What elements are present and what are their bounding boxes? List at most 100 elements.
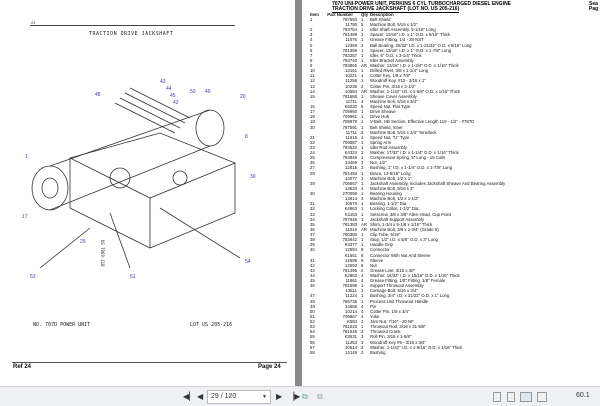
quantity: 2	[361, 42, 364, 48]
part-number: 709567	[342, 180, 357, 186]
item-number: 41	[310, 257, 315, 263]
zoom-level[interactable]: 60.1	[576, 392, 590, 399]
quantity: 8	[361, 247, 364, 253]
quantity: 1	[361, 27, 364, 33]
item-number: 50	[310, 308, 315, 314]
part-number: 787645	[342, 216, 357, 222]
part-number: 11016	[345, 226, 357, 232]
part-number: 781383	[342, 221, 357, 227]
part-number: 11224	[345, 293, 357, 299]
item-number: 40	[310, 247, 315, 253]
item-number: 48	[310, 298, 315, 304]
description: Washer, 17/32" I.D. x 1-1/4" O.D. x 1/16…	[370, 150, 459, 156]
description: Bushing, 1" I.D. x 1-1/4" O.D. x 1-7/8" …	[370, 165, 453, 171]
quantity: 2	[361, 175, 364, 181]
item-number: 47	[310, 293, 315, 299]
part-number: K1153	[344, 211, 357, 217]
copy-icon[interactable]: ⧉	[302, 392, 308, 401]
quantity: 2	[361, 165, 364, 171]
description: Idler Bracket Assembly	[370, 57, 414, 63]
page-number-top: 24	[31, 20, 36, 25]
description: Machine Bolt, 3/8 x 1-3/4" (Grade 5)	[370, 226, 439, 232]
quantity: 1	[361, 324, 364, 330]
quantity: 4	[361, 273, 364, 278]
dropdown-icon[interactable]: ▼	[262, 394, 267, 400]
pdf-toolbar: ◀▏ ◀ 29 / 120▼ ▶ ▕▶ ⧉ ⧉ 60.1	[0, 386, 600, 406]
next-page-icon[interactable]: ▶	[276, 392, 283, 401]
part-number: 10221	[345, 73, 357, 79]
part-number: 13811	[345, 288, 357, 294]
quantity: 1	[361, 211, 364, 217]
part-number: 11711	[345, 129, 357, 135]
quantity: 2	[361, 288, 364, 294]
page-number-input[interactable]: 29 / 120▼	[207, 390, 271, 404]
quantity: 2	[361, 319, 364, 325]
prev-page-icon[interactable]: ◀	[197, 392, 204, 401]
part-number: 12595	[345, 257, 357, 263]
item-number: 55	[310, 334, 315, 340]
description: Grease Fitting, 1/4 - 28 NST	[370, 37, 424, 43]
item-number: 45	[310, 278, 315, 284]
item-number: 28	[310, 170, 315, 176]
part-number: K1551	[344, 252, 357, 258]
last-page-icon[interactable]: ▕▶	[288, 392, 301, 401]
part-number: 13161	[345, 68, 357, 74]
part-number: 10584	[345, 88, 357, 94]
description: Shim, 1-3/4 x 5-1/8 x 1/16" Thick	[370, 221, 433, 227]
description: Belt Shield	[370, 17, 391, 22]
single-page-icon[interactable]	[493, 392, 501, 402]
quantity: 1	[361, 283, 364, 289]
description: Throwout Rod, 3/16 x 31-5/8"	[370, 324, 426, 330]
part-number: 709979	[342, 119, 357, 125]
quantity: 1	[361, 68, 364, 74]
item-number: 46	[310, 283, 315, 289]
description: Belt Shield, Inner	[370, 124, 403, 130]
svg-text:45: 45	[170, 93, 176, 99]
quantity: 3	[361, 329, 364, 335]
item-number: 19	[310, 119, 315, 125]
svg-text:1: 1	[25, 154, 28, 160]
part-number: 783740	[342, 57, 357, 63]
description: Connector With Nut And Sleeve	[370, 252, 431, 258]
item-number: 58	[310, 349, 315, 355]
two-page-icon[interactable]	[520, 392, 532, 402]
description: Bushing, 3/4" I.D. x 31/32" O.D. x 1" Lo…	[370, 293, 450, 299]
item-number: 37	[310, 232, 315, 238]
quantity: 1	[361, 73, 364, 79]
col-item: Item	[310, 12, 319, 17]
description: Carriage Bolt, 5/16 x 3/4"	[370, 288, 418, 294]
part-number: 781598	[342, 283, 357, 289]
description: Sheave Cover Assembly	[370, 93, 417, 99]
facing-icon[interactable]	[537, 392, 547, 402]
grease-lines	[114, 87, 191, 134]
caption-lot: LOT US 205-216	[190, 322, 233, 328]
quantity: 1	[361, 139, 364, 145]
quantity: 1	[361, 242, 364, 248]
item-number: 25	[310, 155, 315, 161]
part-number: 12593	[345, 262, 357, 268]
quantity: 1	[361, 47, 364, 53]
item-number: 2	[310, 27, 313, 33]
description: Nut, 1/2"	[370, 160, 387, 166]
quantity: 1	[361, 232, 364, 238]
svg-text:29: 29	[80, 239, 86, 245]
quantity: 1	[361, 78, 364, 84]
part-number: 781543	[342, 324, 357, 330]
part-number: 11616	[345, 134, 357, 140]
part-number: 13614	[345, 196, 357, 202]
footer-divider	[12, 362, 287, 363]
paste-icon[interactable]: ⧉	[317, 392, 323, 401]
first-page-icon[interactable]: ◀▏	[183, 392, 196, 401]
quantity: 1	[361, 155, 364, 161]
part-number: 709961	[342, 114, 357, 120]
quantity: 5	[361, 22, 364, 28]
continuous-icon[interactable]	[507, 392, 515, 402]
item-number: 27	[310, 165, 315, 171]
description: Washer, 1-1/32" I.D. x 1-5/8" O.D. x 1/1…	[370, 88, 461, 94]
part-number: 789735	[342, 298, 357, 304]
description: Cotter Pin, 3/16 x 2-1/2"	[370, 83, 416, 89]
description: Process Unit Throwout Handle	[370, 298, 429, 304]
description: Speed Nut, "U" Type	[370, 134, 410, 140]
